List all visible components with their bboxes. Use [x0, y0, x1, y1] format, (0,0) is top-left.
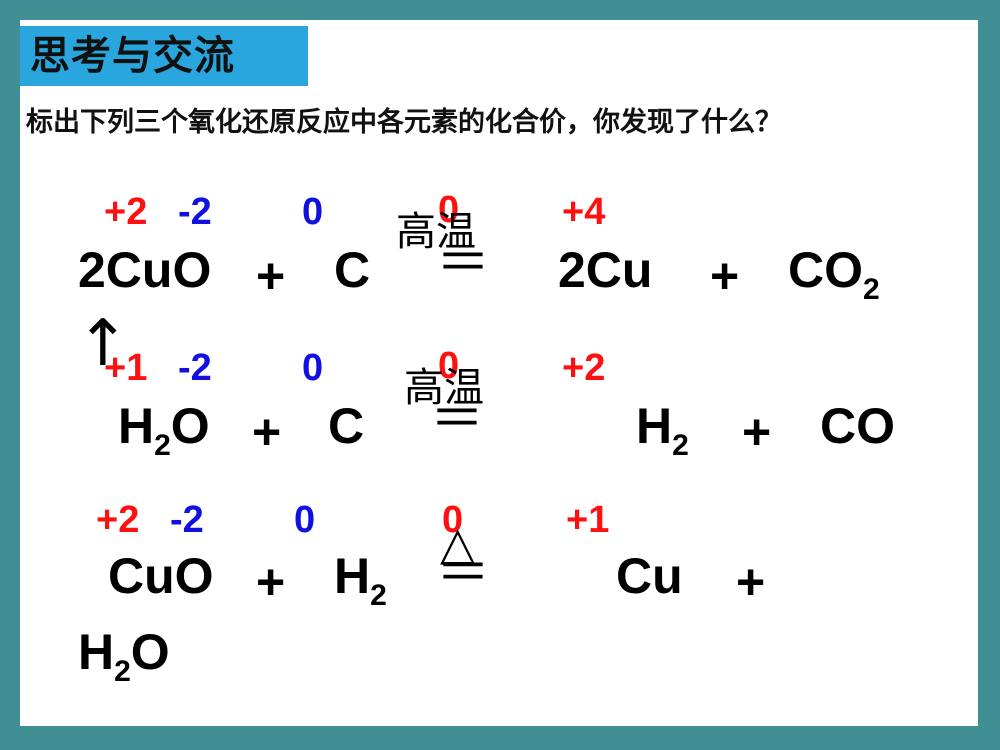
- r1-plus-2: +: [710, 248, 740, 304]
- r2-product-1: H2: [636, 398, 689, 461]
- r1-reactant-2: C: [334, 242, 371, 298]
- r1-product-2: CO2: [788, 242, 880, 305]
- r1-valence-o: -2: [178, 191, 212, 233]
- r1-equals-sign: ＝: [436, 231, 490, 294]
- r3-valence-cu: +2: [96, 499, 140, 541]
- heat-triangle-icon: △: [440, 516, 476, 570]
- r3-product-2: H2O: [78, 624, 170, 687]
- r1-plus-1: +: [256, 248, 286, 304]
- gas-arrow-icon: ↑: [76, 307, 130, 381]
- r2-reactant-2: C: [328, 398, 365, 454]
- r2-plus-1: +: [252, 404, 282, 460]
- r1-reactant-1: 2CuO: [78, 242, 212, 298]
- r3-reactant-1: CuO: [108, 548, 214, 604]
- r2-reactant-1-sub: 2: [154, 429, 171, 462]
- r3-reactant-2: H2: [334, 548, 387, 611]
- r3-valence-h: 0: [294, 499, 316, 541]
- r2-reactant-1: H2O: [118, 398, 210, 461]
- r3-plus-2: +: [736, 554, 766, 610]
- r2-reactant-1-base: H: [118, 398, 155, 454]
- r2-valence-product-h: 0: [438, 345, 460, 387]
- question-text: 标出下列三个氧化还原反应中各元素的化合价，你发现了什么？: [26, 107, 782, 138]
- r2-equals-sign: ＝: [430, 387, 484, 450]
- r3-product-2-base: H: [78, 624, 115, 680]
- r2-valence-product-c: +2: [562, 347, 606, 389]
- r2-product-1-sub: 2: [672, 429, 689, 462]
- r1-valence-cu: +2: [104, 191, 148, 233]
- r3-reactant-2-base: H: [334, 548, 371, 604]
- r2-plus-2: +: [742, 404, 772, 460]
- slide-title: 思考与交流: [30, 33, 235, 79]
- r2-product-2: CO: [820, 398, 895, 454]
- r3-reactant-2-sub: 2: [370, 579, 387, 612]
- r1-valence-product-cu: 0: [438, 189, 460, 231]
- r1-condition: 高温: [396, 209, 476, 255]
- r1-product-1: 2Cu: [558, 242, 653, 298]
- r1-valence-c: 0: [302, 191, 324, 233]
- r3-product-2-tail: O: [130, 624, 170, 680]
- r3-equals-sign: ＝: [436, 541, 490, 604]
- r2-product-1-base: H: [636, 398, 673, 454]
- r1-product-2-base: CO: [788, 242, 863, 298]
- r3-valence-product-cu: 0: [442, 499, 464, 541]
- r2-valence-o: -2: [178, 347, 212, 389]
- r1-product-2-sub: 2: [863, 273, 880, 306]
- title-banner: [20, 26, 308, 86]
- r3-valence-product-h: +1: [566, 499, 610, 541]
- slide-canvas: [20, 20, 978, 726]
- r2-valence-c: 0: [302, 347, 324, 389]
- r3-product-2-sub: 2: [114, 655, 131, 688]
- r2-reactant-1-tail: O: [170, 398, 210, 454]
- r2-valence-h: +1: [104, 347, 148, 389]
- r3-valence-o: -2: [170, 499, 204, 541]
- r3-plus-1: +: [256, 554, 286, 610]
- r1-valence-product-c: +4: [562, 191, 606, 233]
- r3-product-1: Cu: [616, 548, 683, 604]
- r2-condition: 高温: [404, 365, 484, 411]
